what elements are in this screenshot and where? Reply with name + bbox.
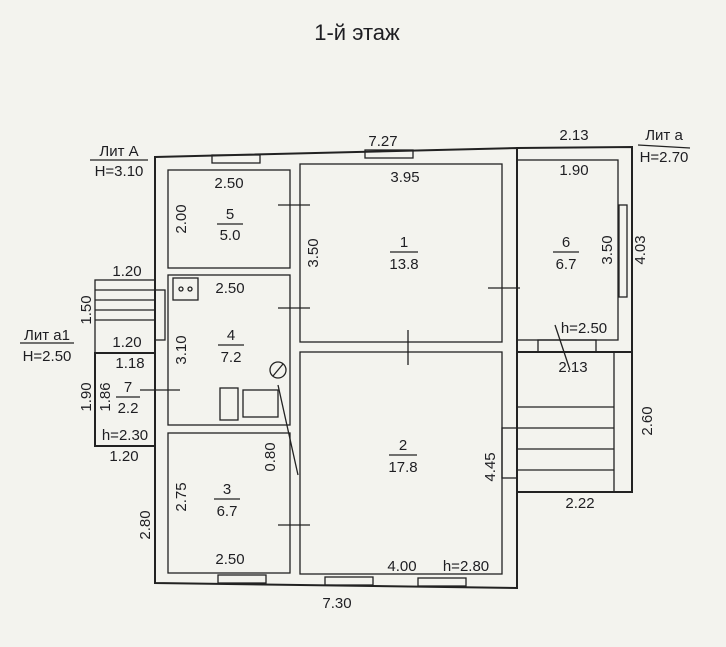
label-rooms-1-number: 2 [399,437,407,454]
stove-icon [219,387,239,421]
sink-icon [242,389,279,418]
label-rooms-3-number: 4 [227,327,235,344]
label-dimensions-r6_ceiling: h=2.50 [561,320,607,337]
label-dimensions-r3_w: 2.50 [215,551,244,568]
label-rooms-0-number: 1 [400,234,408,251]
label-dimensions-porch_h: 2.60 [639,406,656,435]
room-labels: 1 13.8 2 17.8 3 6.7 4 7.2 5 5.0 6 6.7 7 2.2 [116,206,579,520]
label-dimensions-lit_a_top: 2.13 [559,127,588,144]
label-dimensions-r6_h: 3.50 [599,235,616,264]
label-dimensions-door_080: 0.80 [262,442,279,471]
room-1-outline [299,163,503,343]
label-dimensions-top_total: 7.27 [368,133,397,150]
label-rooms-2-number: 3 [223,481,231,498]
label-rooms-6-area: 2.2 [118,400,139,417]
label-dimensions-r7_ceiling: h=2.30 [102,427,148,444]
label-dimensions-r1_h: 3.50 [305,238,322,267]
label-rooms-4-area: 5.0 [220,227,241,244]
label-dimensions-r7_h_outer: 1.90 [78,382,95,411]
label-dimensions-r7_h: 1.86 [97,382,114,411]
dimensions: 7.27 7.30 2.13 2.50 2.00 2.50 3.10 2.50 … [78,127,656,612]
lit-a-height: H=3.10 [95,163,144,180]
label-dimensions-r3_outer: 2.80 [137,510,154,539]
label-dimensions-steps_h: 1.50 [78,295,95,324]
label-rooms-2-area: 6.7 [217,503,238,520]
label-rooms-1-area: 17.8 [388,459,417,476]
label-dimensions-porch_w: 2.13 [558,359,587,376]
plan-title: 1-й этаж [314,20,400,45]
lit-a1-name: Лит а1 [24,327,70,344]
label-rooms-6-number: 7 [124,379,132,396]
room-3-outline [167,432,291,574]
label-rooms-5-area: 6.7 [556,256,577,273]
label-dimensions-r7_w_inner: 1.18 [115,355,144,372]
label-dimensions-r4_h: 3.10 [173,335,190,364]
room-4-outline [167,274,291,426]
room-5-outline [167,169,291,269]
label-dimensions-r6_w: 1.90 [559,162,588,179]
label-dimensions-bottom_total: 7.30 [322,595,351,612]
boiler-icon [269,361,287,379]
label-dimensions-r4_w: 2.50 [215,280,244,297]
walls [94,145,633,590]
label-dimensions-r2_w: 4.00 [387,558,416,575]
label-dimensions-r5_h: 2.00 [173,204,190,233]
stove-icon [172,277,199,301]
lit-a1-height: H=2.50 [23,348,72,365]
label-dimensions-r2_ceiling: h=2.80 [443,558,489,575]
label-dimensions-steps_w: 1.20 [112,263,141,280]
label-rooms-5-number: 6 [562,234,570,251]
label-dimensions-r3_h: 2.75 [173,482,190,511]
label-dimensions-r6_outer: 4.03 [632,235,649,264]
label-dimensions-r2_h: 4.45 [482,452,499,481]
lit-a-name: Лит А [99,143,138,160]
label-rooms-3-area: 7.2 [221,349,242,366]
label-rooms-0-area: 13.8 [389,256,418,273]
lit-small-a-name: Лит а [645,127,683,144]
label-dimensions-porch_bottom: 2.22 [565,495,594,512]
label-dimensions-r7_w_top: 1.20 [112,334,141,351]
lit-small-a-height: H=2.70 [640,149,689,166]
label-dimensions-r5_w: 2.50 [214,175,243,192]
label-dimensions-r1_w: 3.95 [390,169,419,186]
label-rooms-4-number: 5 [226,206,234,223]
label-dimensions-r7_w_bottom: 1.20 [109,448,138,465]
